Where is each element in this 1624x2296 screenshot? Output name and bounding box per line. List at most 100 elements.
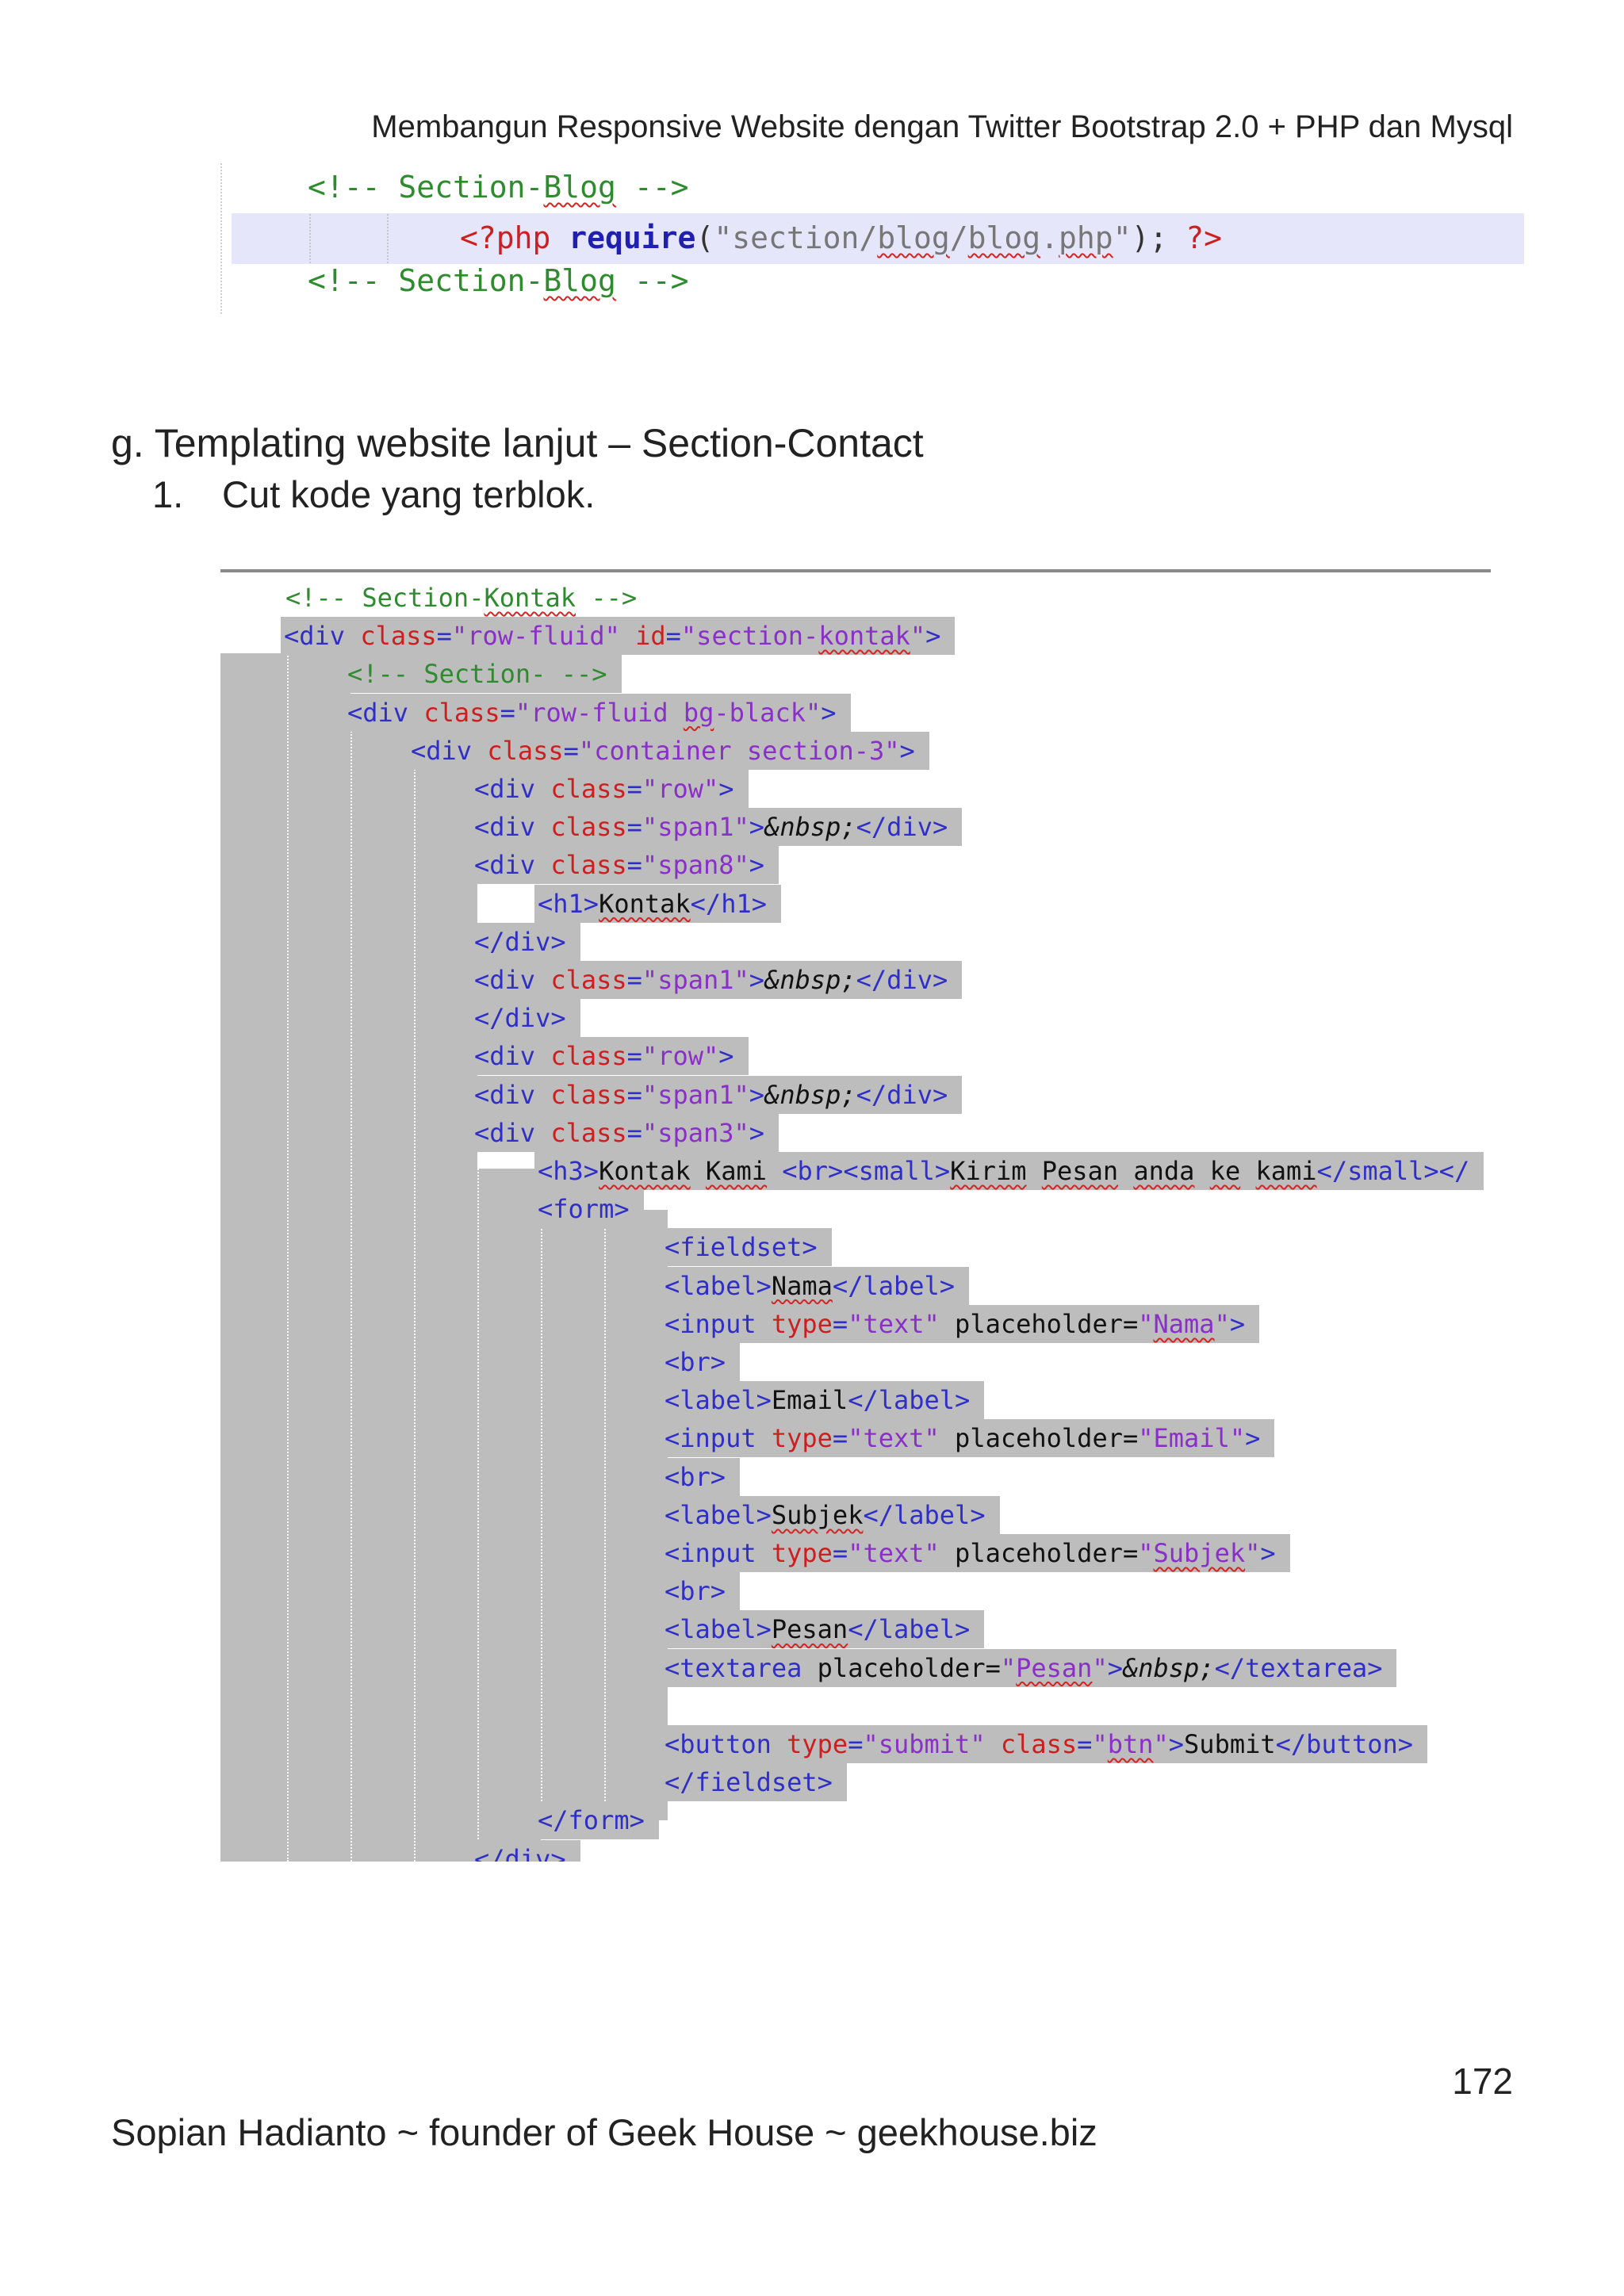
- code-token: >: [749, 1117, 765, 1148]
- code-token: >: [899, 735, 915, 766]
- code-token: >: [749, 812, 765, 843]
- code-token: =: [832, 1538, 848, 1568]
- code-token: <!-- Section- -->: [347, 659, 607, 690]
- code-line: <div class="container section-3">: [408, 731, 929, 770]
- page-number: 172: [1452, 2061, 1513, 2102]
- code-token: Pesan: [1016, 1652, 1093, 1683]
- code-line: <div class="row-fluid" id="section-konta…: [281, 617, 956, 656]
- code-token: class: [550, 1041, 627, 1072]
- code-token: Kontak: [599, 888, 691, 919]
- running-header: Membangun Responsive Website dengan Twit…: [371, 109, 1513, 144]
- code-token: >: [1260, 1538, 1276, 1568]
- code-token: <textarea: [665, 1652, 818, 1683]
- code-token: <br>: [665, 1461, 726, 1492]
- page-footer: Sopian Hadianto ~ founder of Geek House …: [111, 2111, 1097, 2153]
- code-line: <form>: [534, 1190, 644, 1229]
- code-token: <div: [411, 735, 488, 766]
- code-token: ": [1092, 1729, 1108, 1759]
- code-token: Kontak: [599, 1156, 691, 1186]
- selection-indent: [350, 715, 414, 1862]
- code-token: -->: [615, 263, 689, 298]
- code-token: Blog: [543, 263, 616, 298]
- code-token: placeholder=: [817, 1652, 1001, 1683]
- code-line: <div class="row">: [471, 1037, 749, 1076]
- code-token: class: [550, 965, 627, 995]
- code-token: </label>: [848, 1614, 971, 1645]
- code-token: </div>: [856, 965, 948, 995]
- code-line: </div>: [471, 1839, 580, 1862]
- code-token: -black": [714, 697, 822, 728]
- code-token: <div: [474, 1041, 551, 1072]
- code-token: </fieldset>: [665, 1767, 833, 1798]
- code-token: Submit: [1184, 1729, 1276, 1759]
- code-line: <button type="submit" class="btn">Submit…: [661, 1725, 1428, 1763]
- code-line: <div class="row">: [471, 770, 749, 808]
- code-token: <form>: [538, 1194, 630, 1225]
- code-line: </form>: [534, 1801, 659, 1840]
- code-token: class: [550, 1079, 627, 1110]
- code-token: <label>: [665, 1270, 772, 1301]
- code-token: >: [718, 1041, 734, 1072]
- code-token: =: [832, 1308, 848, 1339]
- code-token: "row": [642, 1041, 719, 1072]
- code-token: <div: [474, 850, 551, 881]
- code-token: <input: [665, 1423, 772, 1454]
- code-token: class: [985, 1729, 1078, 1759]
- code-token: placeholder=: [939, 1423, 1139, 1454]
- blog-code-snippet: <!-- Section-Blog --><?php require("sect…: [220, 163, 1524, 314]
- code-token: "Email": [1138, 1423, 1246, 1454]
- code-token: <div: [474, 774, 551, 804]
- code-token: <?php: [460, 220, 569, 255]
- code-token: >: [925, 621, 941, 652]
- code-token: "submit": [863, 1729, 986, 1759]
- code-token: placeholder=: [939, 1538, 1139, 1568]
- code-line: <?php require("section/blog/blog.php"); …: [460, 214, 1222, 262]
- code-token: =: [626, 965, 642, 995]
- code-token: type: [771, 1538, 833, 1568]
- code-token: <div: [284, 621, 361, 652]
- code-token: ?>: [1185, 220, 1222, 255]
- code-line: <input type="text" placeholder="Subjek">: [661, 1534, 1290, 1572]
- code-token: >: [1229, 1308, 1246, 1339]
- code-line: <div class="span1">&nbsp;</div>: [471, 961, 963, 999]
- code-token: <br><small>: [766, 1156, 951, 1186]
- code-line: <input type="text" placeholder="Nama">: [661, 1304, 1260, 1343]
- code-line: <div class="row-fluid bg-black">: [344, 693, 851, 732]
- code-token: <div: [474, 1117, 551, 1148]
- code-token: <div: [347, 697, 424, 728]
- code-line: <div class="span3">: [471, 1113, 779, 1152]
- code-token: "text": [848, 1538, 940, 1568]
- code-token: Kami: [705, 1156, 767, 1186]
- code-token: ": [910, 621, 926, 652]
- code-token: ke: [1209, 1156, 1241, 1186]
- code-token: &nbsp;: [764, 812, 856, 843]
- code-token: <br>: [665, 1576, 726, 1607]
- code-token: <!-- Section-: [285, 583, 485, 613]
- code-token: type: [771, 1423, 833, 1454]
- code-token: >: [749, 965, 765, 995]
- code-token: <!-- Section-: [308, 170, 544, 205]
- code-token: "section/: [714, 220, 878, 255]
- code-token: "span1": [642, 965, 749, 995]
- code-token: type: [787, 1729, 848, 1759]
- code-line: <!-- Section-Blog -->: [308, 257, 688, 304]
- code-token: &nbsp;: [1122, 1652, 1215, 1683]
- code-token: =: [848, 1729, 864, 1759]
- code-token: );: [1131, 220, 1186, 255]
- code-line: <div class="span1">&nbsp;</div>: [471, 808, 963, 847]
- code-token: </div>: [474, 926, 566, 957]
- code-line: <br>: [661, 1572, 741, 1611]
- code-token: =: [500, 697, 515, 728]
- indent-guide: [414, 756, 416, 1862]
- step-number: 1.: [152, 473, 184, 515]
- code-token: =: [626, 774, 642, 804]
- code-token: class: [550, 774, 627, 804]
- code-token: bg: [683, 697, 714, 728]
- code-token: </div>: [474, 1003, 566, 1034]
- code-token: >: [749, 1079, 765, 1110]
- indent-guide: [387, 214, 389, 263]
- code-token: >: [749, 850, 765, 881]
- indent-guide: [350, 715, 352, 1862]
- indent-guide: [287, 653, 289, 1862]
- code-line: [661, 1687, 679, 1725]
